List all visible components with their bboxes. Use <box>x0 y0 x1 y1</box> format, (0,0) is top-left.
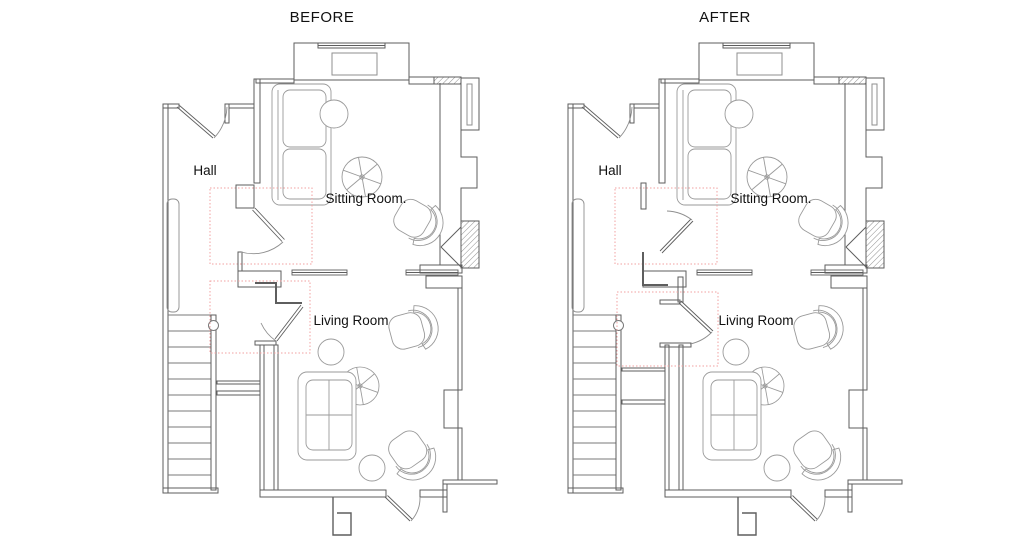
after-understair-walls <box>621 367 666 405</box>
after-hall-living-door <box>659 276 714 348</box>
after-title: AFTER <box>699 9 751 26</box>
after-hall-sitting-door <box>640 182 694 286</box>
before-hall-living-door <box>254 282 304 346</box>
highlight-box-living-doorway <box>209 280 311 354</box>
after-sitting-room-label: Sitting Room. <box>730 191 811 206</box>
before-understair-walls <box>216 380 261 396</box>
before-title: BEFORE <box>290 9 355 26</box>
after-living-room-label: Living Room <box>718 313 793 328</box>
before-hall-sitting-door <box>235 184 285 272</box>
highlight-box-living-doorway <box>616 291 719 367</box>
before-hall-label: Hall <box>193 163 216 178</box>
after-hall-label: Hall <box>598 163 621 178</box>
before-living-room-label: Living Room <box>313 313 388 328</box>
panel-after: AFTER Hall Sitting Room. Living Room <box>568 9 902 535</box>
before-sitting-room-label: Sitting Room. <box>325 191 406 206</box>
panel-before: BEFORE Hall Sitting Room. Living Room <box>163 9 497 535</box>
